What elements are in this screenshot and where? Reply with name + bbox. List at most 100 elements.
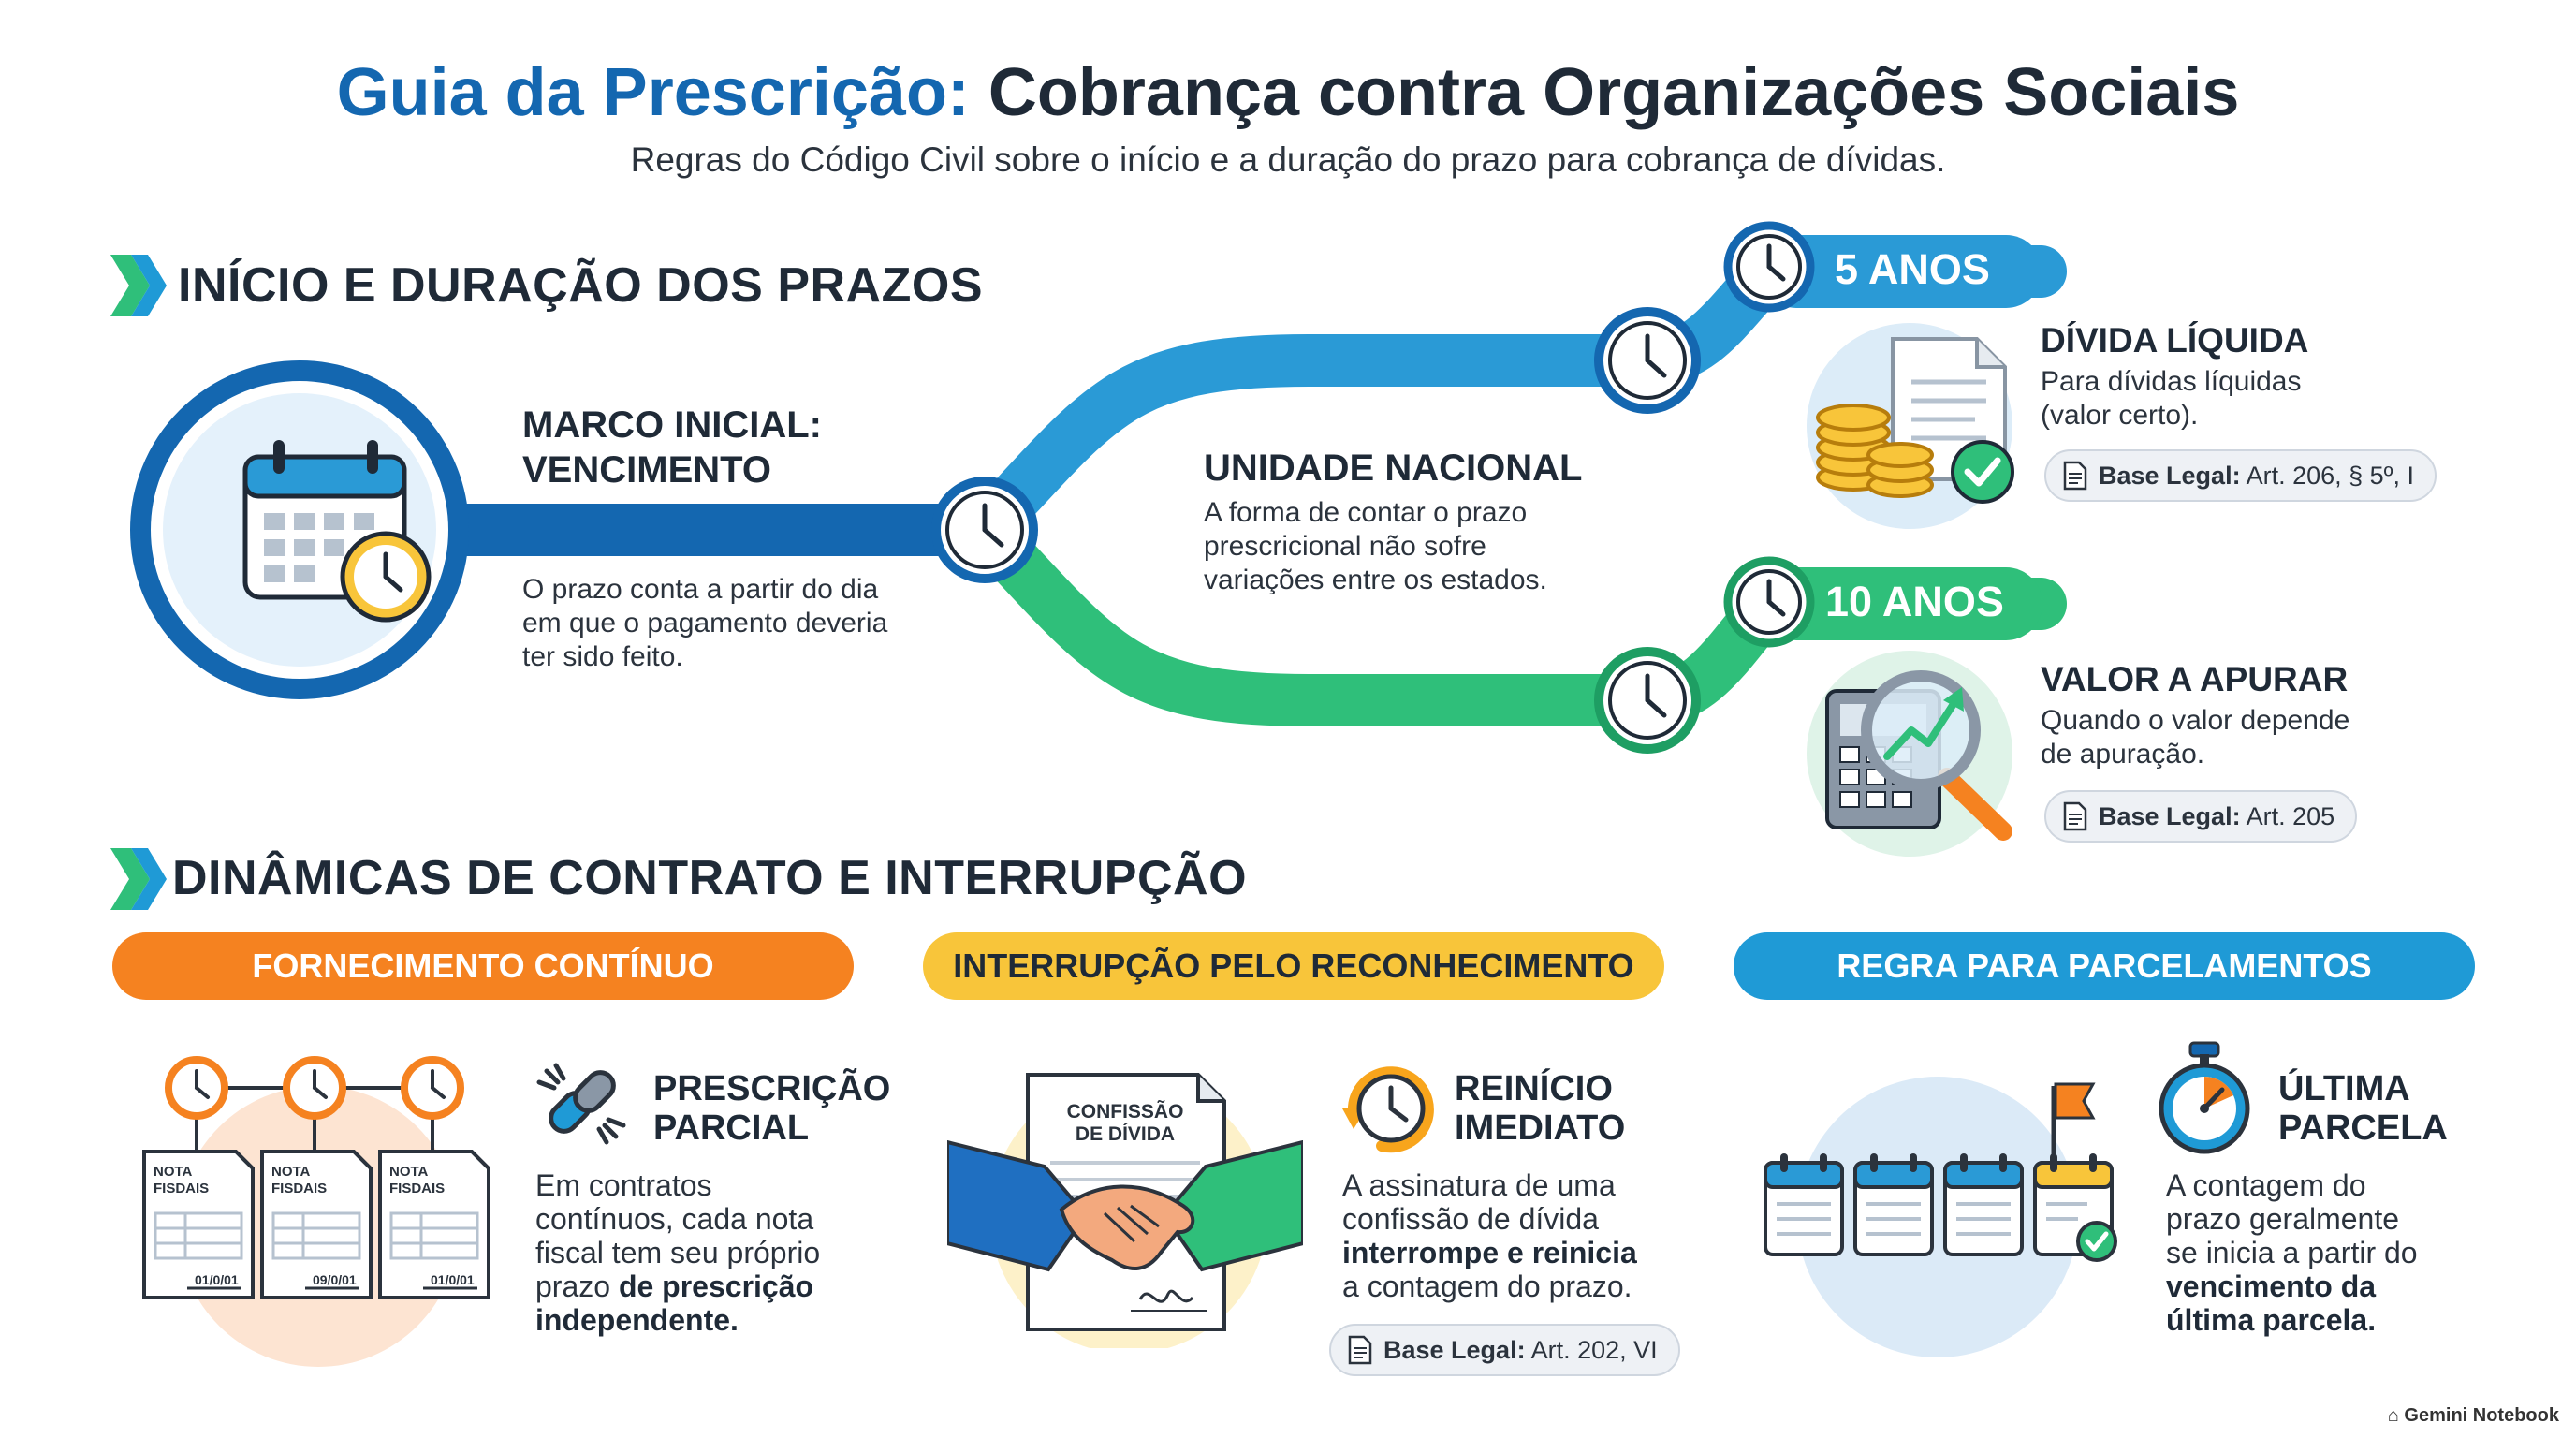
card3-text-line5-bold: última parcela.	[2166, 1303, 2377, 1337]
card2-text-line4: a contagem do prazo.	[1342, 1269, 1632, 1303]
gemini-logo-icon: ⌂	[2387, 1405, 2399, 1426]
timeline-branch-5-anos	[959, 245, 2067, 556]
valor-apurar-title: VALOR A APURAR	[2041, 660, 2349, 698]
card1-text-line5: independente.	[535, 1303, 820, 1337]
card1-text-line4b: de prescrição	[618, 1269, 814, 1303]
valor-apurar-text: Quando o valor depende de apuração.	[2041, 704, 2349, 771]
pill-10-anos-bg	[1760, 567, 2042, 640]
marco-title-line2: VENCIMENTO	[522, 449, 771, 491]
marco-inicial-title: MARCO INICIAL: VENCIMENTO	[522, 403, 822, 492]
card2-title: REINÍCIO IMEDIATO	[1455, 1069, 1625, 1148]
clock-icon-split	[931, 477, 1038, 583]
page-title: Guia da Prescrição: Cobrança contra Orga…	[0, 54, 2576, 131]
invoice-label-2a: NOTA	[271, 1164, 311, 1180]
legal-basis-badge-divida: Base Legal:Art. 206, § 5º, I	[2044, 449, 2437, 502]
invoice-date-2: 09/0/01	[313, 1272, 357, 1287]
card3-title-line2: PARCELA	[2278, 1108, 2448, 1148]
years-5-anos: 5 ANOS	[1835, 245, 1990, 293]
card2-text: A assinatura de uma confissão de dívida …	[1342, 1168, 1637, 1303]
section-chevron-icon	[110, 848, 167, 910]
installments-calendar-icon	[1764, 1077, 2117, 1357]
invoice-label-2b: FISDAIS	[271, 1181, 327, 1196]
invoice-label-3a: NOTA	[389, 1164, 429, 1180]
marco-title-line1: MARCO INICIAL:	[522, 404, 822, 446]
valor-text-line2: de apuração.	[2041, 739, 2205, 770]
unidade-text-line2: prescricional não sofre	[1204, 531, 1486, 562]
card3-text-line3: se inicia a partir do	[2166, 1236, 2418, 1269]
page-title-rest: Cobrança contra Organizações Sociais	[969, 55, 2240, 130]
card2-text-line1: A assinatura de uma	[1342, 1168, 1616, 1202]
doc-title-line2: DE DÍVIDA	[1076, 1123, 1175, 1145]
legal-basis-badge-valor: Base Legal:Art. 205	[2044, 790, 2358, 843]
card3-text-line2: prazo geralmente	[2166, 1202, 2400, 1236]
unidade-text-line3: variações entre os estados.	[1204, 565, 1547, 595]
stopwatch-icon	[2159, 1041, 2250, 1154]
banner-fornecimento-continuo: FORNECIMENTO CONTÍNUO	[112, 932, 854, 1000]
card1-text-line4: prazo de prescrição	[535, 1269, 820, 1303]
card3-title-line1: ÚLTIMA	[2278, 1069, 2410, 1108]
marco-text-line2: em que o pagamento deveria	[522, 608, 888, 638]
banner-parcelamentos: REGRA PARA PARCELAMENTOS	[1734, 932, 2475, 1000]
section-heading-prazos: INÍCIO E DURAÇÃO DOS PRAZOS	[178, 258, 983, 313]
card3-text-line5: última parcela.	[2166, 1303, 2418, 1337]
invoice-date-3: 01/0/01	[431, 1272, 475, 1287]
unidade-nacional-text: A forma de contar o prazo prescricional …	[1204, 496, 1547, 597]
pill-5-anos-bg	[1760, 235, 2042, 308]
section-chevron-icon	[110, 255, 167, 316]
invoice-label-3b: FISDAIS	[389, 1181, 445, 1196]
legal-label: Base Legal:	[1383, 1335, 1526, 1364]
divida-liquida-text: Para dívidas líquidas (valor certo).	[2041, 365, 2302, 433]
card2-text-line2: confissão de dívida	[1342, 1202, 1599, 1236]
card3-text-line4: vencimento da	[2166, 1269, 2418, 1303]
invoice-date-1: 01/0/01	[195, 1272, 239, 1287]
clock-icon-green-1	[1594, 647, 1701, 754]
card1-text: Em contratos contínuos, cada nota fiscal…	[535, 1168, 820, 1337]
card1-text-line1: Em contratos	[535, 1168, 712, 1202]
card3-text: A contagem do prazo geralmente se inicia…	[2166, 1168, 2418, 1337]
calendar-clock-icon	[130, 360, 469, 699]
valor-text-line1: Quando o valor depende	[2041, 705, 2350, 736]
broken-chain-icon	[536, 1063, 626, 1145]
card2-text-line3: interrompe e reinicia	[1342, 1236, 1637, 1269]
document-icon	[2063, 801, 2087, 831]
legal-label: Base Legal:	[2099, 461, 2241, 490]
card1-text-line4a: prazo	[535, 1269, 619, 1303]
years-10-anos: 10 ANOS	[1825, 578, 2004, 625]
marco-text-line3: ter sido feito.	[522, 641, 683, 672]
calculator-magnifier-icon	[1807, 651, 2012, 857]
card2-title-line2: IMEDIATO	[1455, 1108, 1626, 1148]
card1-title-line2: PARCIAL	[653, 1108, 810, 1148]
clock-icon-blue-2	[1723, 221, 1815, 313]
legal-label: Base Legal:	[2099, 801, 2241, 830]
card3-title: ÚLTIMA PARCELA	[2278, 1069, 2448, 1148]
footer-brand: ⌂ Gemini Notebook	[2388, 1405, 2559, 1427]
marco-text-line1: O prazo conta a partir do dia	[522, 574, 879, 605]
document-icon	[2063, 461, 2087, 491]
invoice-label-1a: NOTA	[154, 1164, 193, 1180]
doc-title-line1: CONFISSÃO	[1067, 1101, 1184, 1123]
card1-title-line1: PRESCRIÇÃO	[653, 1069, 891, 1108]
card2-title-line1: REINÍCIO	[1455, 1069, 1613, 1108]
card3-text-line1: A contagem do	[2166, 1168, 2366, 1202]
page-subtitle: Regras do Código Civil sobre o início e …	[630, 140, 1946, 179]
card1-text-line3: fiscal tem seu próprio	[535, 1236, 821, 1269]
invoice-label-1b: FISDAIS	[154, 1181, 209, 1196]
coins-document-icon	[1807, 323, 2014, 529]
card1-text-line2: contínuos, cada nota	[535, 1202, 814, 1236]
document-icon	[1348, 1335, 1372, 1365]
unidade-nacional-title: UNIDADE NACIONAL	[1204, 448, 1583, 489]
handshake-document-icon: CONFISSÃO DE DÍVIDA	[947, 1073, 1303, 1348]
clock-icon-green-2	[1723, 556, 1815, 648]
divida-liquida-title: DÍVIDA LÍQUIDA	[2041, 321, 2309, 360]
section-heading-dinamicas: DINÂMICAS DE CONTRATO E INTERRUPÇÃO	[172, 851, 1248, 905]
legal-basis-badge-interrupcao: Base Legal:Art. 202, VI	[1329, 1324, 1680, 1376]
page-title-highlight: Guia da Prescrição:	[336, 55, 970, 130]
invoices-clocks-icon: NOTA FISDAIS NOTA FISDAIS NOTA FISDAIS 0…	[142, 1056, 490, 1367]
legal-value: Art. 206, § 5º, I	[2246, 461, 2415, 490]
restart-clock-icon	[1342, 1066, 1434, 1153]
card3-text-line4-bold: vencimento da	[2166, 1269, 2377, 1303]
card2-text-line3-bold: interrompe e reinicia	[1342, 1236, 1637, 1269]
clock-icon-blue-1	[1594, 307, 1701, 414]
card1-text-line5-bold: independente.	[535, 1303, 739, 1337]
divida-text-line1: Para dívidas líquidas	[2041, 366, 2302, 397]
